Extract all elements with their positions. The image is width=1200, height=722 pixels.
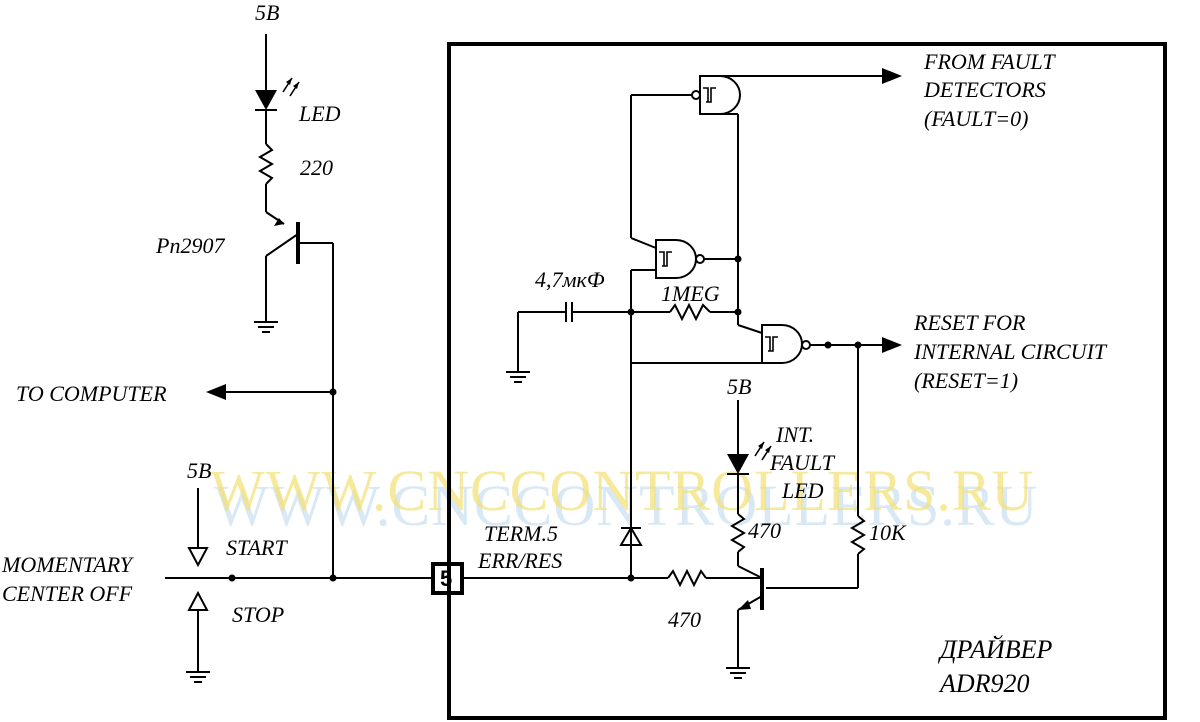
resistor-1meg [669,302,711,322]
momentary-switch [165,488,433,683]
schmitt-symbols [659,87,778,352]
reset-arrow [882,337,902,353]
stop-label: STOP [232,602,284,627]
led-label: LED [298,101,341,126]
led-symbol [255,90,277,110]
from-fault-label-2: DETECTORS [923,77,1046,102]
internal-circuit [462,68,902,679]
driver-label-1: ДРАЙВЕР [937,635,1053,664]
reset-label-2: INTERNAL CIRCUIT [913,339,1108,364]
nand-gate-reset [761,324,803,364]
momentary-label-1: MOMENTARY [1,552,135,577]
watermark-text: WWW.CNCCONTROLLERS.RU [210,458,1034,523]
transistor-label: Pn2907 [155,233,225,258]
resistor-10k-label: 10K [869,520,907,545]
to-computer-arrow [206,384,226,400]
watermark: WWW.CNCCONTROLLERS.RU WWW.CNCCONTROLLERS… [210,458,1037,538]
switch-supply-label: 5B [187,458,211,483]
resistor-470-led-label: 470 [748,518,781,543]
resistor-1meg-label: 1MEG [661,281,720,306]
nand-gate-middle [655,239,697,279]
diode-symbol [619,526,643,546]
driver-label-2: ADR920 [938,669,1030,698]
int-supply-label: 5B [727,374,751,399]
resistor-10k [850,515,866,555]
term-label-1: TERM.5 [484,521,558,546]
resistor-470-base [667,568,707,588]
reset-label-1: RESET FOR [913,310,1026,335]
from-fault-label-1: FROM FAULT [923,49,1056,74]
nand-gate-top [699,75,741,115]
start-label: START [226,535,288,560]
resistor-470-led [730,513,746,553]
supply-label-top: 5B [255,0,279,25]
reset-label-3: (RESET=1) [914,368,1018,393]
driver-box [447,42,1167,720]
terminal-number: 5 [440,566,452,591]
status-led-circuit [206,34,337,578]
from-fault-label-3: (FAULT=0) [924,106,1028,131]
resistor-220-label: 220 [300,155,333,180]
int-led-label-3: LED [781,478,824,503]
resistor-220 [258,143,274,185]
capacitor-label: 4,7мкФ [535,267,605,292]
int-fault-led [727,454,749,474]
resistor-470-base-label: 470 [668,607,701,632]
from-fault-arrow [882,68,902,84]
term-label-2: ERR/RES [477,548,562,573]
to-computer-label: TO COMPUTER [16,381,167,406]
int-led-label-1: INT. [775,422,814,447]
momentary-label-2: CENTER OFF [2,581,133,606]
int-led-label-2: FAULT [769,450,836,475]
